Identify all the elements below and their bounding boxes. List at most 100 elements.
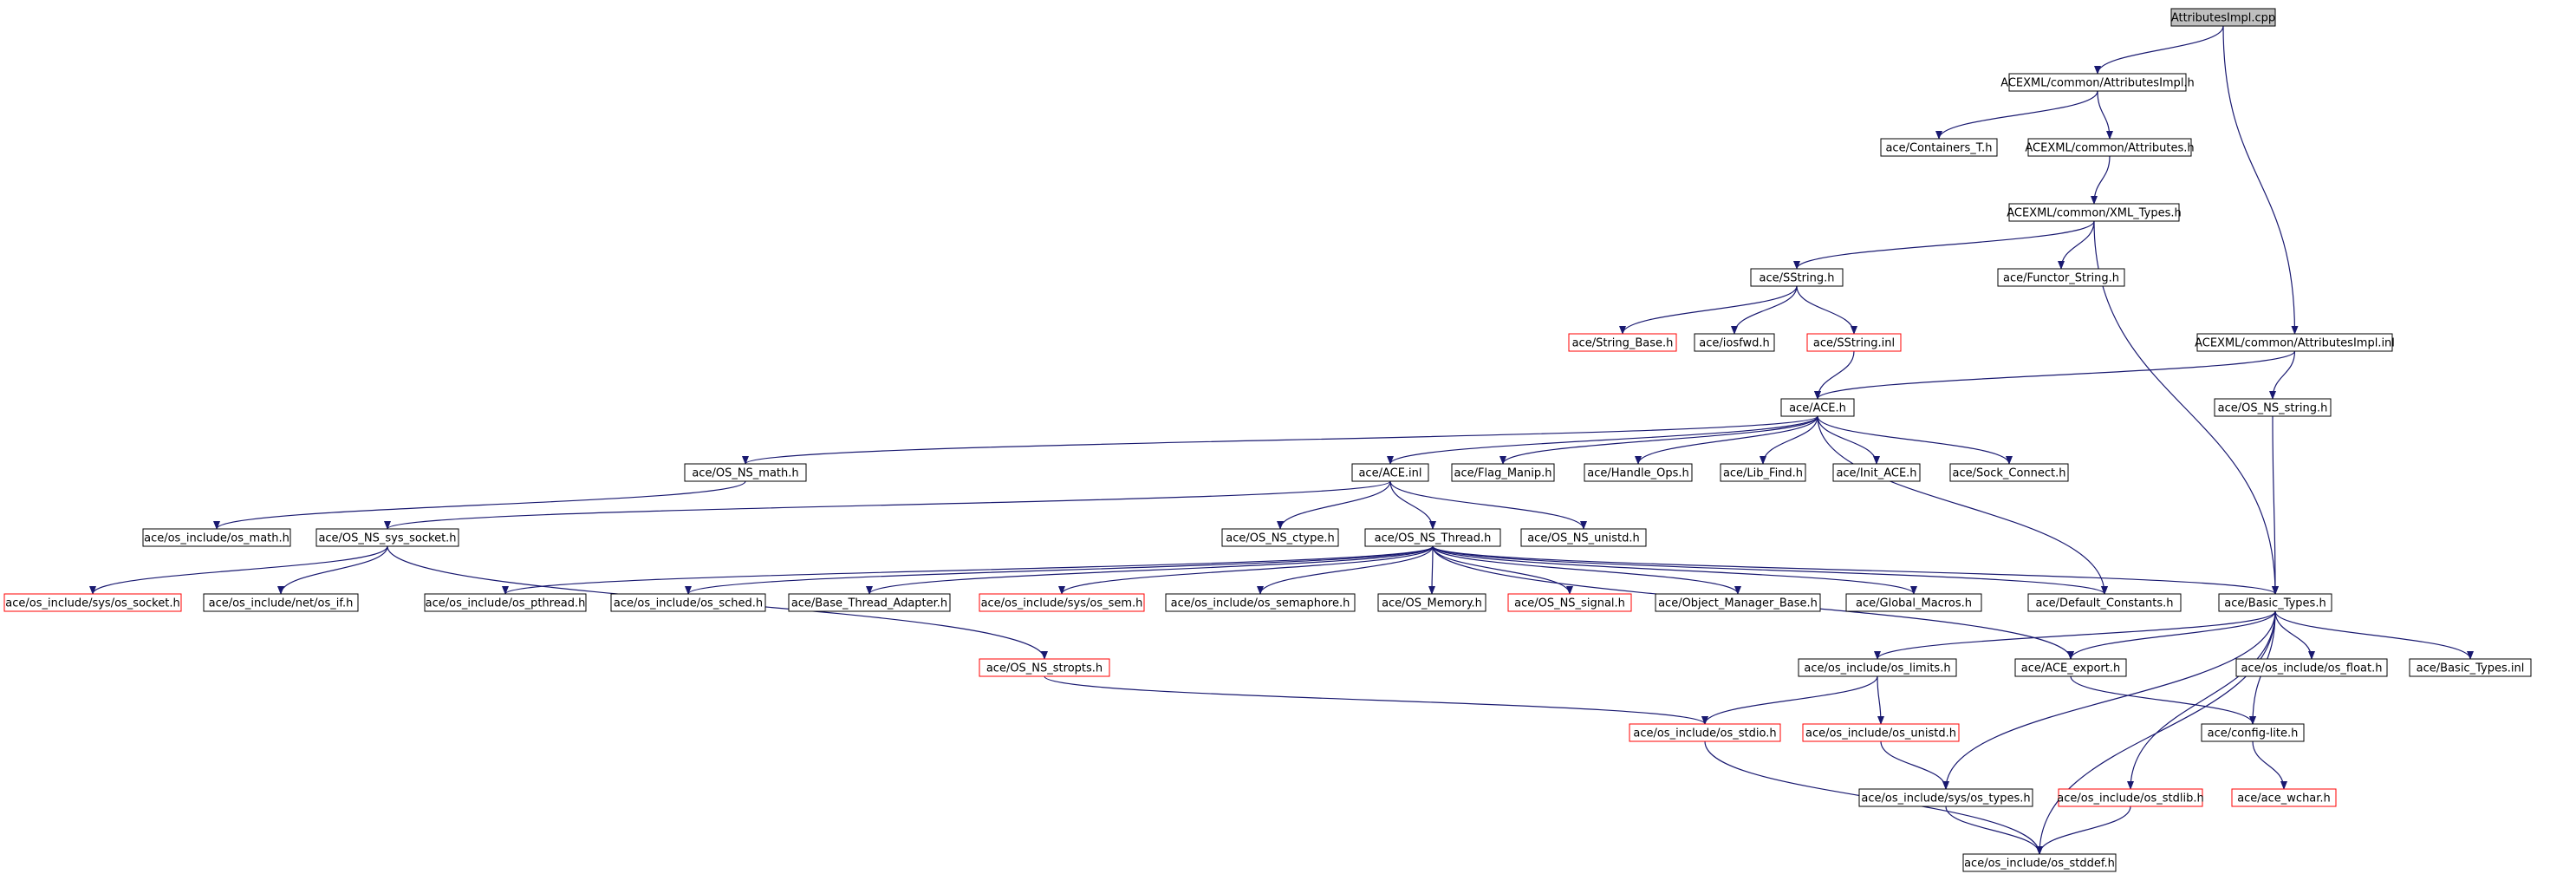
node-sstrinl[interactable]: ace/SString.inl — [1806, 333, 1902, 352]
node-handle[interactable]: ace/Handle_Ops.h — [1584, 463, 1693, 482]
node-memory[interactable]: ace/OS_Memory.h — [1377, 593, 1486, 612]
node-nssock[interactable]: ace/OS_NS_sys_socket.h — [315, 528, 459, 547]
node-init[interactable]: ace/Init_ACE.h — [1832, 463, 1921, 482]
edge-nsmath-to-osmath — [213, 480, 746, 530]
node-thread[interactable]: ace/OS_NS_Thread.h — [1364, 528, 1501, 547]
node-wchar[interactable]: ace/ace_wchar.h — [2231, 788, 2337, 807]
node-label: ace/OS_NS_stropts.h — [986, 662, 1103, 675]
node-limits[interactable]: ace/os_include/os_limits.h — [1798, 658, 1957, 677]
node-functor[interactable]: ace/Functor_String.h — [1997, 268, 2125, 287]
node-defconst[interactable]: ace/Default_Constants.h — [2027, 593, 2182, 612]
edge-aceinl-to-ctype — [1277, 480, 1391, 530]
node-osfloat[interactable]: ace/os_include/os_float.h — [2235, 658, 2388, 677]
node-pthread[interactable]: ace/os_include/os_pthread.h — [424, 593, 587, 612]
node-basic[interactable]: ace/Basic_Types.h — [2218, 593, 2332, 612]
edge-ace-to-init — [1817, 415, 1880, 465]
node-box — [2008, 203, 2180, 222]
edge-basic-to-basicinl — [2274, 610, 2474, 660]
edge-ace-to-nsmath — [742, 415, 1818, 465]
node-box — [2058, 788, 2203, 807]
node-signal[interactable]: ace/OS_NS_signal.h — [1507, 593, 1632, 612]
node-label: ace/Functor_String.h — [2003, 272, 2119, 285]
node-box — [1165, 593, 1356, 612]
node-box — [2027, 138, 2192, 157]
node-box — [2409, 658, 2532, 677]
node-ctype[interactable]: ace/OS_NS_ctype.h — [1221, 528, 1339, 547]
node-stdio[interactable]: ace/os_include/os_stdio.h — [1629, 723, 1781, 742]
node-unistd[interactable]: ace/OS_NS_unistd.h — [1520, 528, 1647, 547]
node-nsmath[interactable]: ace/OS_NS_math.h — [684, 463, 807, 482]
node-sched[interactable]: ace/os_include/os_sched.h — [610, 593, 766, 612]
edge-ace-to-lib — [1760, 415, 1818, 465]
node-label: ace/String_Base.h — [1572, 337, 1674, 350]
node-box — [1858, 788, 2033, 807]
node-systypes[interactable]: ace/os_include/sys/os_types.h — [1858, 788, 2033, 807]
node-box — [2170, 8, 2276, 27]
node-box — [1997, 268, 2125, 287]
node-attr-cpp[interactable]: AttributesImpl.cpp — [2170, 8, 2276, 27]
node-nsstring[interactable]: ace/OS_NS_string.h — [2214, 398, 2332, 417]
node-export[interactable]: ace/ACE_export.h — [2014, 658, 2127, 677]
node-box — [1694, 333, 1775, 352]
node-label: ace/OS_NS_string.h — [2218, 402, 2328, 415]
node-osif[interactable]: ace/os_include/net/os_if.h — [203, 593, 359, 612]
node-label: ace/os_include/os_stddef.h — [1964, 858, 2115, 871]
node-label: ace/Init_ACE.h — [1836, 467, 1916, 480]
node-label: ace/Global_Macros.h — [1856, 597, 1972, 610]
node-label: ace/os_include/os_sched.h — [614, 597, 763, 610]
node-syssem[interactable]: ace/os_include/sys/os_sem.h — [979, 593, 1145, 612]
edge-attributes-to-xmltypes — [2091, 155, 2111, 205]
node-box — [1507, 593, 1632, 612]
edge-aceinl-to-unistd — [1389, 480, 1587, 530]
node-ace[interactable]: ace/ACE.h — [1780, 398, 1855, 417]
node-sema[interactable]: ace/os_include/os_semaphore.h — [1165, 593, 1356, 612]
node-xmltypes[interactable]: ACEXML/common/XML_Types.h — [2007, 203, 2182, 222]
node-omb[interactable]: ace/Object_Manager_Base.h — [1655, 593, 1821, 612]
edge-basic-to-export — [2067, 610, 2276, 660]
node-stddef[interactable]: ace/os_include/os_stddef.h — [1962, 853, 2117, 872]
edge-thread-to-sema — [1257, 545, 1434, 595]
node-global[interactable]: ace/Global_Macros.h — [1845, 593, 1982, 612]
edge-attr_h-to-attributes — [2097, 90, 2113, 140]
node-osmath[interactable]: ace/os_include/os_math.h — [142, 528, 291, 547]
edge-nssock-to-syssock — [89, 545, 388, 595]
node-lib[interactable]: ace/Lib_Find.h — [1720, 463, 1806, 482]
node-label: ACEXML/common/XML_Types.h — [2007, 207, 2182, 220]
node-box — [424, 593, 587, 612]
node-attr-h[interactable]: ACEXML/common/AttributesImpl.h — [2000, 73, 2195, 92]
node-bta[interactable]: ace/Base_Thread_Adapter.h — [788, 593, 951, 612]
edge-xmltypes-to-functor — [2058, 220, 2095, 270]
node-box — [2196, 333, 2393, 352]
node-stdlib[interactable]: ace/os_include/os_stdlib.h — [2057, 788, 2204, 807]
node-aceinl[interactable]: ace/ACE.inl — [1351, 463, 1429, 482]
node-box — [142, 528, 291, 547]
node-containers[interactable]: ace/Containers_T.h — [1880, 138, 1998, 157]
node-box — [203, 593, 359, 612]
node-stropts[interactable]: ace/OS_NS_stropts.h — [979, 658, 1110, 677]
edge-limits-to-stdio — [1701, 675, 1878, 725]
node-osunistd[interactable]: ace/os_include/os_unistd.h — [1802, 723, 1960, 742]
edge-basic-to-osfloat — [2274, 610, 2315, 660]
node-syssock[interactable]: ace/os_include/sys/os_socket.h — [3, 593, 182, 612]
node-flag[interactable]: ace/Flag_Manip.h — [1451, 463, 1555, 482]
node-attrinl[interactable]: ACEXML/common/AttributesImpl.inl — [2195, 333, 2395, 352]
node-basicinl[interactable]: ace/Basic_Types.inl — [2409, 658, 2532, 677]
node-attributes[interactable]: ACEXML/common/Attributes.h — [2025, 138, 2195, 157]
node-label: ace/OS_NS_unistd.h — [1527, 532, 1640, 545]
node-sstring[interactable]: ace/SString.h — [1750, 268, 1844, 287]
node-strbase[interactable]: ace/String_Base.h — [1568, 333, 1677, 352]
edge-stdlib-to-stddef — [2036, 806, 2131, 855]
node-label: ace/OS_NS_math.h — [692, 467, 798, 480]
node-layer: AttributesImpl.cppACEXML/common/Attribut… — [3, 8, 2532, 872]
node-box — [1720, 463, 1806, 482]
node-label: ace/os_include/os_float.h — [2241, 662, 2382, 675]
node-label: ace/OS_Memory.h — [1382, 597, 1482, 610]
node-box — [1962, 853, 2117, 872]
node-iosfwd[interactable]: ace/iosfwd.h — [1694, 333, 1775, 352]
node-sock[interactable]: ace/Sock_Connect.h — [1949, 463, 2069, 482]
node-label: ace/ACE.inl — [1358, 467, 1421, 480]
edge-ace-to-aceinl — [1387, 415, 1818, 465]
node-box — [2214, 398, 2332, 417]
node-box — [1655, 593, 1821, 612]
node-config[interactable]: ace/config-lite.h — [2201, 723, 2305, 742]
